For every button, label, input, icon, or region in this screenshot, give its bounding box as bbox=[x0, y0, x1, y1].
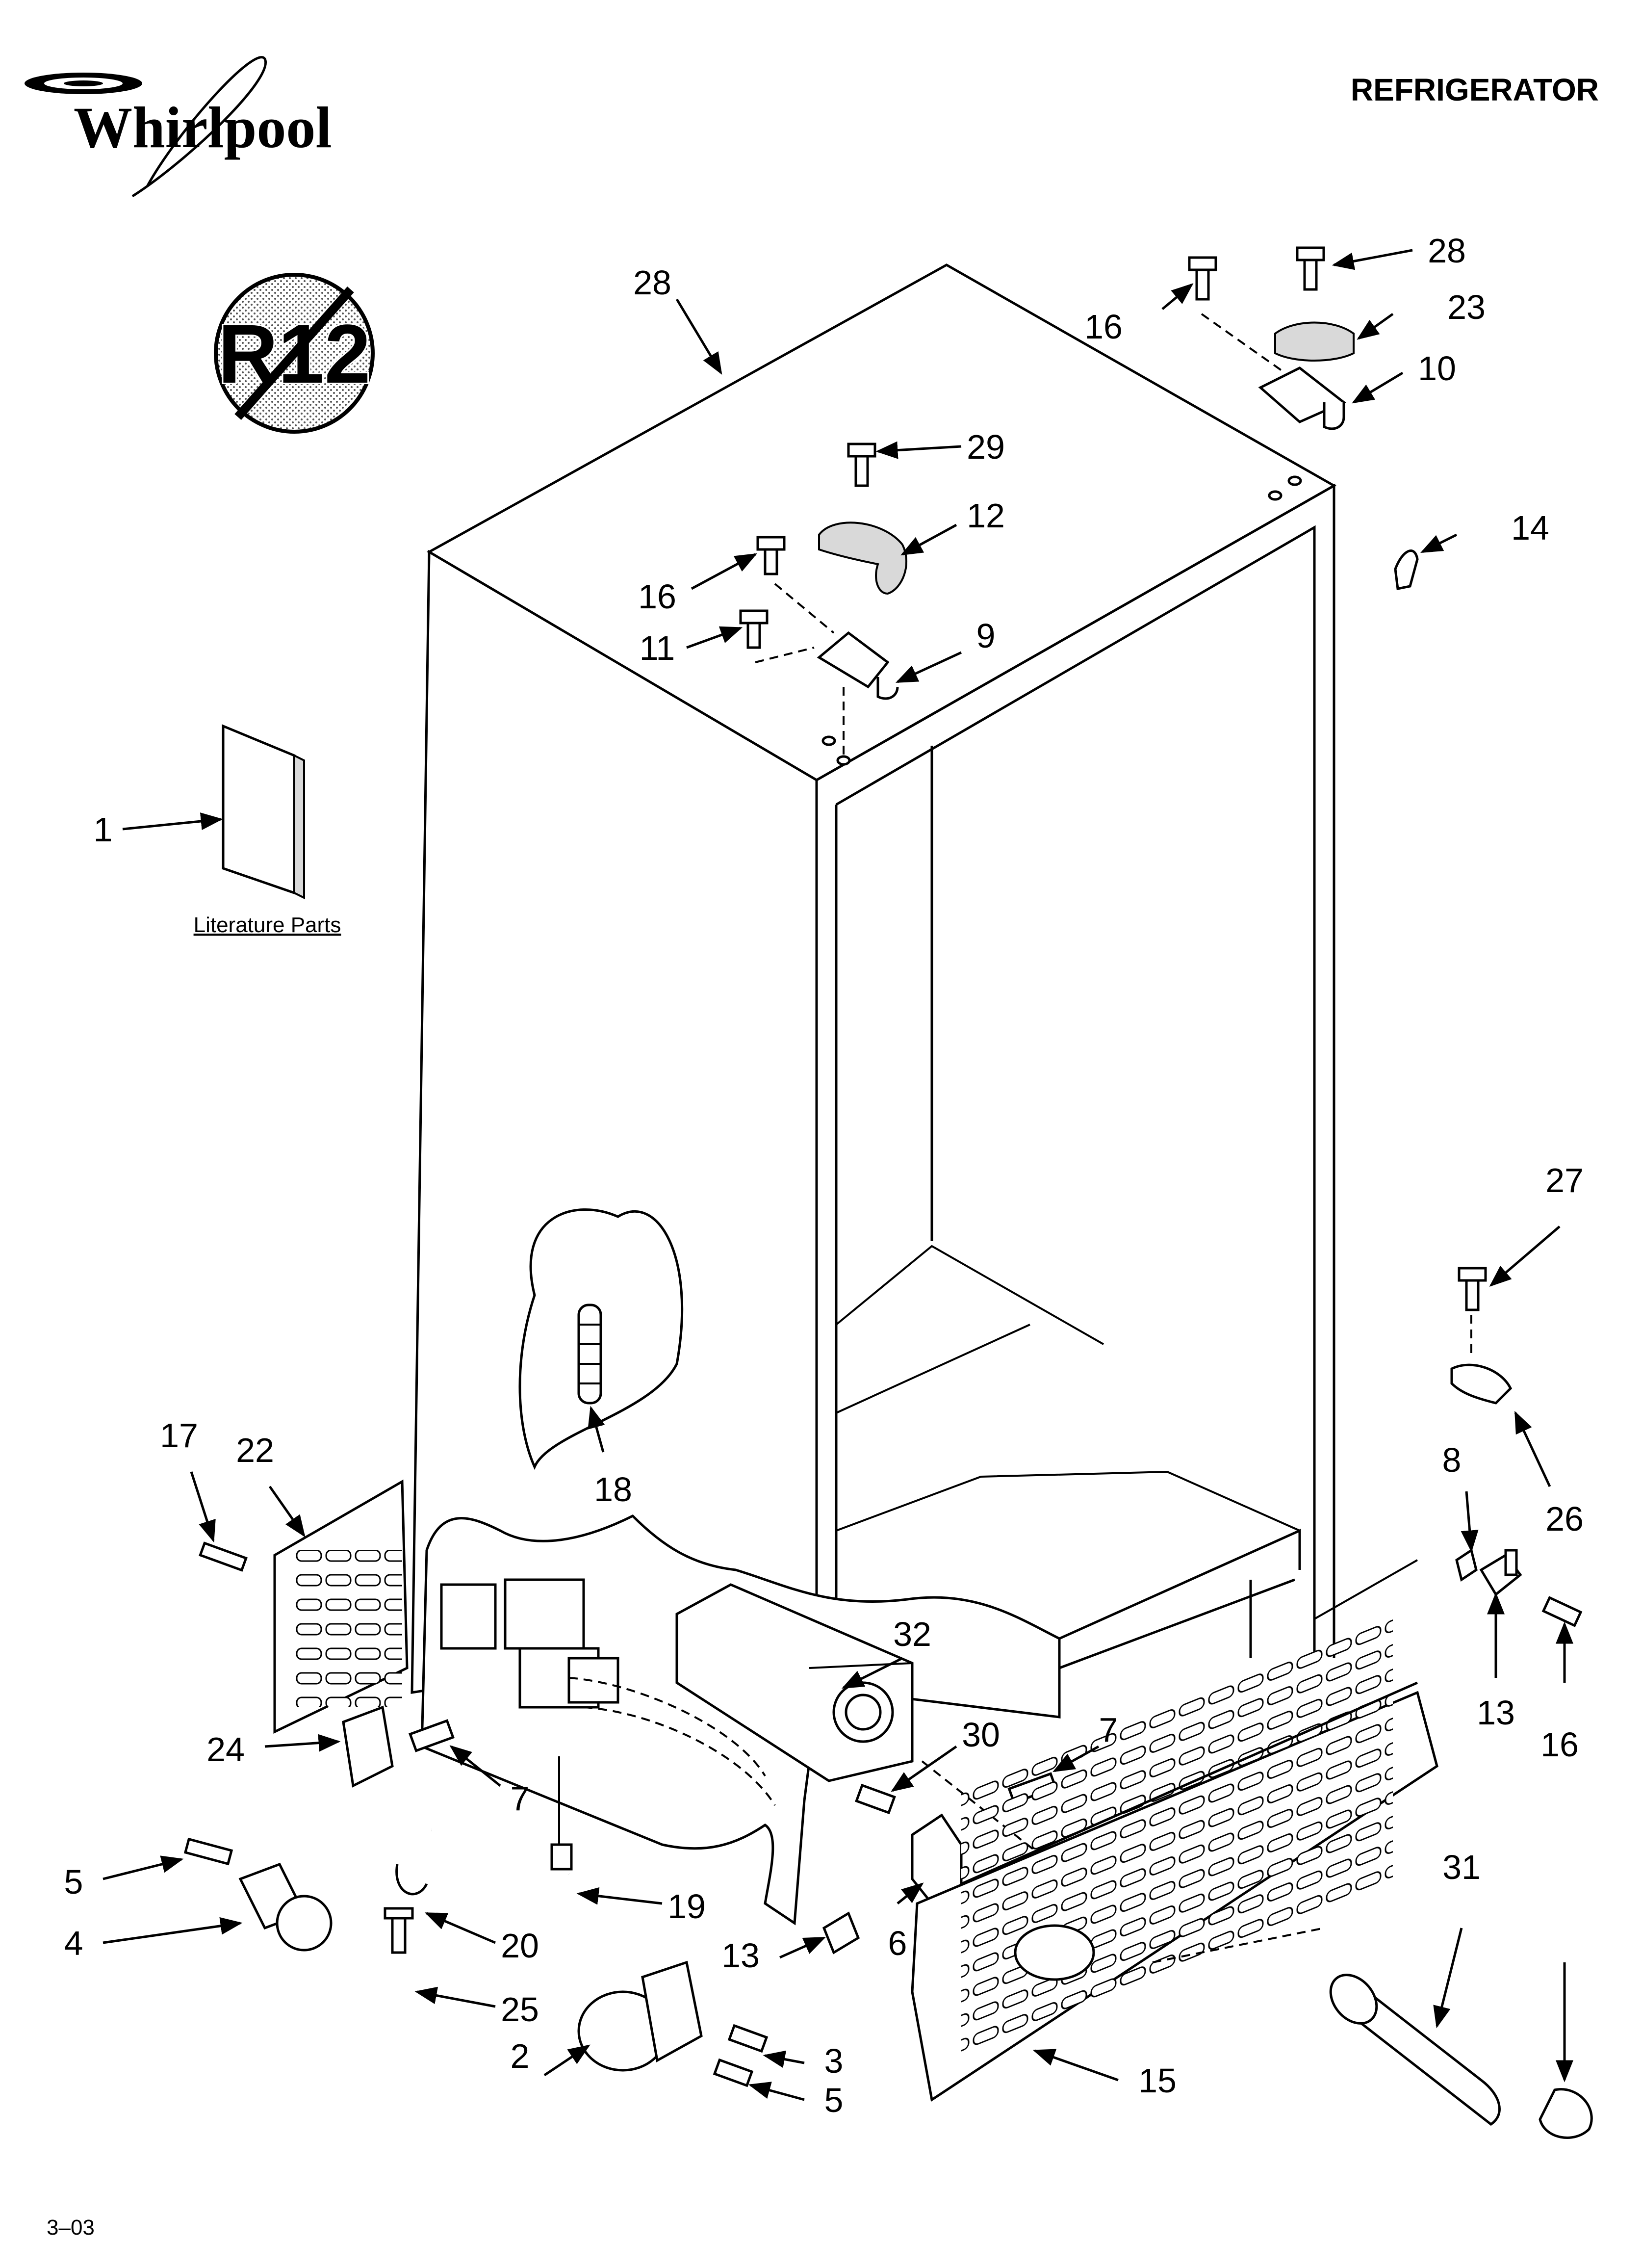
no-r12-badge: R12 bbox=[214, 273, 375, 434]
right-bracket bbox=[1455, 1548, 1583, 1627]
callout-9: 9 bbox=[976, 617, 996, 655]
callout-11: 11 bbox=[640, 629, 675, 667]
callout-14: 14 bbox=[1511, 509, 1549, 547]
whirlpool-logo: Whirlpool bbox=[25, 56, 332, 198]
callout-16-top: 16 bbox=[1084, 308, 1123, 346]
lower-hinge bbox=[342, 1705, 455, 1788]
water-filter bbox=[1152, 1927, 1593, 2139]
callout-30: 31 bbox=[1442, 1848, 1481, 1886]
cabinet bbox=[410, 263, 1418, 1926]
callout-13-bottom: 13 bbox=[721, 1936, 760, 1975]
front-roller bbox=[577, 1960, 769, 2087]
callout-7-right: 7 bbox=[1099, 1711, 1118, 1749]
callout-5-rear: 5 bbox=[64, 1863, 83, 1901]
callout-8: 8 bbox=[1442, 1441, 1462, 1479]
callout-18: 18 bbox=[594, 1470, 632, 1509]
callout-26: 27 bbox=[1545, 1161, 1584, 1199]
callout-7-left: 7 bbox=[511, 1779, 530, 1818]
callout-17: 17 bbox=[160, 1416, 198, 1455]
callout-31: 32 bbox=[893, 1615, 931, 1653]
top-center-hinge bbox=[739, 443, 907, 766]
callout-27: 28 bbox=[633, 263, 671, 302]
literature-parts: Literature Parts bbox=[194, 724, 341, 937]
callout-25: 26 bbox=[1545, 1500, 1584, 1538]
callout-4: 4 bbox=[64, 1924, 83, 1962]
callout-numbers: 1 2 3 4 5 5 6 7 7 8 9 10 11 12 13 13 14 … bbox=[64, 232, 1584, 2119]
literature-label: Literature Parts bbox=[194, 913, 341, 937]
control-components bbox=[440, 1578, 619, 1709]
callout-28-center: 29 bbox=[967, 428, 1005, 466]
callout-10: 10 bbox=[1418, 349, 1456, 388]
water-line-dashed-a bbox=[568, 1677, 766, 1777]
callout-20: 20 bbox=[501, 1927, 539, 1965]
brand-logo-text: Whirlpool bbox=[74, 95, 332, 160]
callout-15: 15 bbox=[1138, 2061, 1177, 2100]
r12-text: R12 bbox=[218, 308, 371, 401]
callout-5-front: 5 bbox=[824, 2081, 844, 2119]
rear-roller bbox=[183, 1837, 333, 1952]
callout-16-right: 16 bbox=[1540, 1725, 1579, 1764]
top-right-hinge bbox=[1188, 246, 1419, 590]
callout-1: 1 bbox=[94, 810, 113, 849]
page-title: REFRIGERATOR bbox=[1351, 72, 1599, 107]
callout-22: 23 bbox=[1447, 288, 1486, 326]
callout-13-right: 13 bbox=[1477, 1694, 1515, 1732]
callout-3: 3 bbox=[824, 2042, 844, 2080]
water-line-dashed-b bbox=[583, 1706, 776, 1806]
water-valve-housing bbox=[675, 1583, 914, 1782]
page-code: 3–03 bbox=[47, 2216, 95, 2240]
callout-6: 6 bbox=[888, 1924, 907, 1962]
callout-21: 22 bbox=[236, 1431, 274, 1469]
callout-16-center: 16 bbox=[638, 577, 676, 616]
callout-19: 19 bbox=[667, 1887, 706, 1926]
callout-2: 2 bbox=[511, 2037, 530, 2075]
drain-tube-assembly bbox=[384, 1756, 577, 1954]
rear-access-panel bbox=[199, 1479, 409, 1734]
door-stop bbox=[1450, 1267, 1513, 1405]
leader-lines bbox=[103, 249, 1573, 2101]
callout-24: 25 bbox=[501, 1990, 539, 2029]
drain-hose bbox=[577, 1303, 602, 1405]
callout-28-top: 28 bbox=[1428, 232, 1466, 270]
callout-23: 24 bbox=[206, 1730, 245, 1769]
callout-29: 30 bbox=[962, 1716, 1000, 1754]
toe-grille bbox=[911, 1610, 1438, 2102]
callout-12: 12 bbox=[967, 496, 1005, 535]
